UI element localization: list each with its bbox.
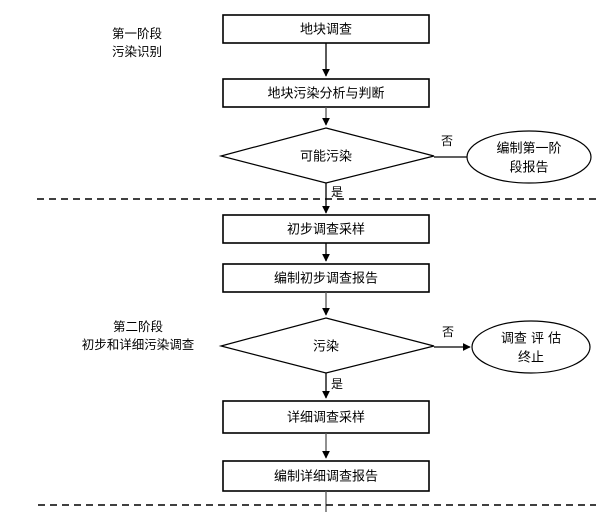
stage-label-2: 第二阶段 初步和详细污染调查 <box>82 319 195 352</box>
decision-node-2[interactable]: 污染 <box>218 317 435 374</box>
process-node-4[interactable]: 编制初步调查报告 <box>222 263 430 293</box>
process-node-6-label: 编制详细调查报告 <box>274 470 378 485</box>
terminal-node-1-line1: 编制第一阶 <box>496 142 561 157</box>
terminal-node-2-line1: 调查 评 估 <box>501 332 561 347</box>
process-node-5-box[interactable] <box>222 400 430 434</box>
process-node-3[interactable]: 初步调查采样 <box>222 214 430 244</box>
edge-label-decision1-no: 否 <box>441 134 453 148</box>
process-node-3-label: 初步调查采样 <box>287 223 365 238</box>
stage-label-2-line1: 第二阶段 <box>113 319 163 334</box>
terminal-node-2[interactable]: 调查 评 估 终止 <box>471 320 591 374</box>
edge-label-decision2-yes: 是 <box>331 377 343 391</box>
terminal-node-2-ellipse[interactable] <box>471 320 591 374</box>
stage-label-1-line2: 污染识别 <box>112 44 162 59</box>
process-node-4-box[interactable] <box>222 263 430 293</box>
terminal-node-1-line2: 段报告 <box>509 161 548 176</box>
stage-label-1: 第一阶段 污染识别 <box>112 26 162 59</box>
terminal-node-1[interactable]: 编制第一阶 段报告 <box>466 130 592 184</box>
terminal-node-1-ellipse[interactable] <box>466 130 592 184</box>
edge-label-decision2-no: 否 <box>442 325 454 339</box>
process-node-6[interactable]: 编制详细调查报告 <box>222 460 430 492</box>
process-node-1-label: 地块调查 <box>300 23 352 38</box>
process-node-5-label: 详细调查采样 <box>287 411 365 426</box>
decision-node-1[interactable]: 可能污染 <box>218 127 435 184</box>
process-node-3-box[interactable] <box>222 214 430 244</box>
decision-node-1-label: 可能污染 <box>300 150 352 165</box>
process-node-1[interactable]: 地块调查 <box>222 14 430 44</box>
process-node-2[interactable]: 地块污染分析与判断 <box>222 78 430 108</box>
stage-label-1-line1: 第一阶段 <box>112 26 162 41</box>
terminal-node-2-line2: 终止 <box>518 350 544 366</box>
decision-node-2-label: 污染 <box>313 340 339 355</box>
process-node-2-label: 地块污染分析与判断 <box>267 87 384 102</box>
stage-label-2-line2: 初步和详细污染调查 <box>82 337 195 352</box>
edge-label-decision1-yes: 是 <box>331 185 343 199</box>
process-node-2-box[interactable] <box>222 78 430 108</box>
process-node-1-box[interactable] <box>222 14 430 44</box>
process-node-5[interactable]: 详细调查采样 <box>222 400 430 434</box>
process-node-4-label: 编制初步调查报告 <box>274 272 378 287</box>
